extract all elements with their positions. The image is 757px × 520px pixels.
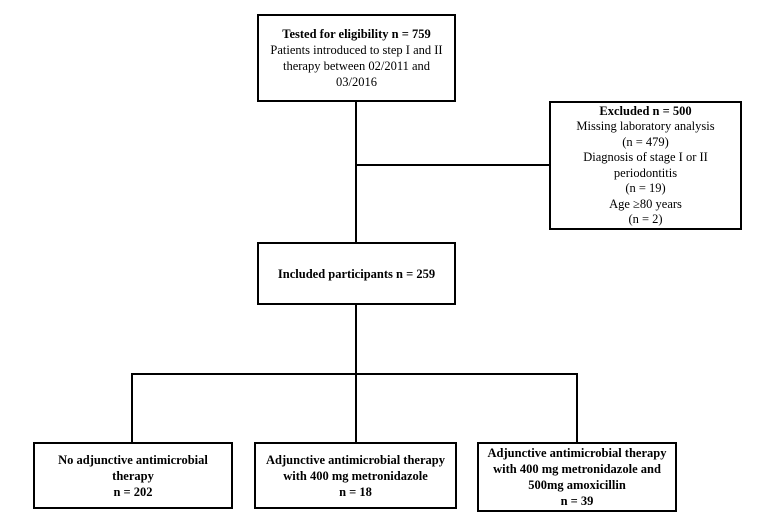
group-line: Adjunctive antimicrobial therapy <box>487 446 667 460</box>
group-line: No adjunctive antimicrobial <box>58 452 208 467</box>
eligibility-text-line: 03/2016 <box>336 75 377 89</box>
included-box: Included participants n = 259 <box>257 242 456 305</box>
eligibility-title: Tested for eligibility n = 759 <box>282 27 431 41</box>
eligibility-box: Tested for eligibility n = 759 Patients … <box>257 14 456 102</box>
group-line: Adjunctive antimicrobial therapy <box>266 452 445 467</box>
group-count: n = 18 <box>339 484 372 499</box>
excluded-line: periodontitis <box>613 165 678 180</box>
excluded-line: Age ≥80 years <box>609 196 682 211</box>
included-title: Included participants n = 259 <box>277 266 436 281</box>
group-line: 500mg amoxicillin <box>528 478 626 492</box>
eligibility-text-line: Patients introduced to step I and II <box>270 43 443 57</box>
connector-branch-horizontal <box>131 373 578 375</box>
excluded-line: (n = 2) <box>628 212 663 226</box>
group-count: n = 202 <box>113 484 153 499</box>
group-count: n = 39 <box>560 494 594 508</box>
excluded-line: Missing laboratory analysis <box>576 119 715 133</box>
connector-to-excluded <box>355 164 550 166</box>
group-box-metronidazole: Adjunctive antimicrobial therapy with 40… <box>254 442 457 509</box>
excluded-box: Excluded n = 500 Missing laboratory anal… <box>549 101 742 230</box>
eligibility-text-line: therapy between 02/2011 and <box>282 59 431 73</box>
connector-branch-middle <box>355 373 357 443</box>
group-line: therapy <box>112 468 154 483</box>
group-box-no-therapy: No adjunctive antimicrobial therapy n = … <box>33 442 233 509</box>
group-box-metronidazole-amoxicillin: Adjunctive antimicrobial therapy with 40… <box>477 442 677 512</box>
excluded-title: Excluded n = 500 <box>599 103 692 118</box>
excluded-line: (n = 19) <box>625 181 666 195</box>
excluded-line: Diagnosis of stage I or II <box>583 150 708 164</box>
group-line: with 400 mg metronidazole and <box>493 462 661 476</box>
excluded-line: (n = 479) <box>622 134 669 149</box>
connector-eligibility-included <box>355 101 357 243</box>
connector-included-down <box>355 304 357 374</box>
connector-branch-right <box>576 373 578 443</box>
group-line: with 400 mg metronidazole <box>283 468 428 483</box>
connector-branch-left <box>131 373 133 443</box>
